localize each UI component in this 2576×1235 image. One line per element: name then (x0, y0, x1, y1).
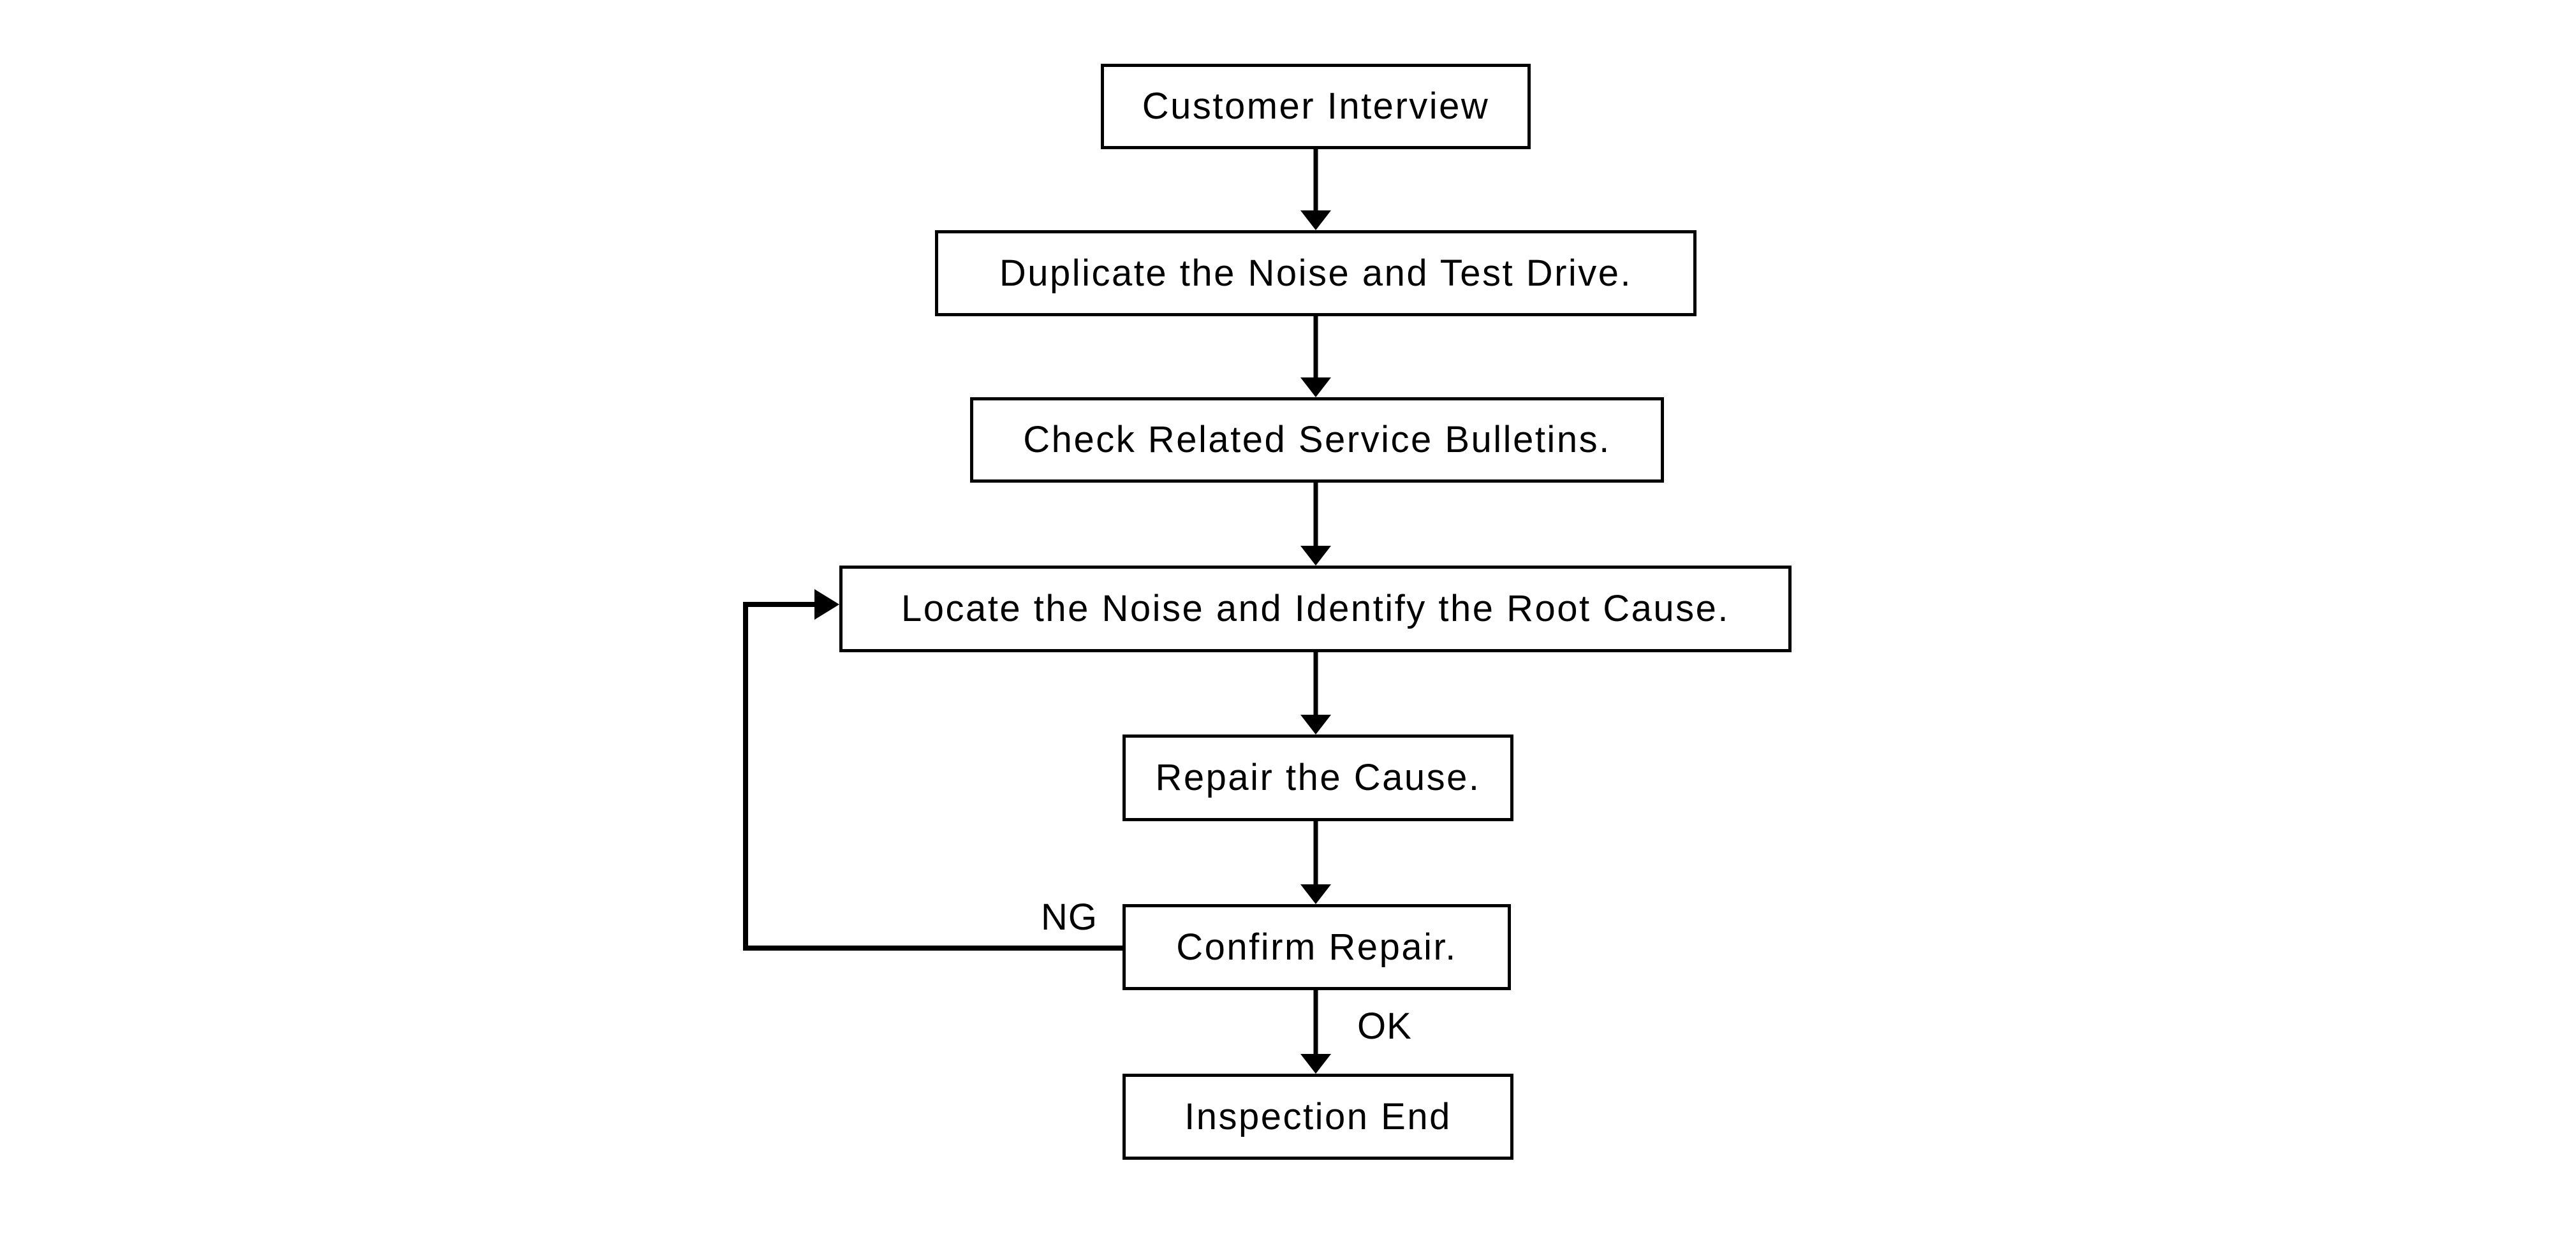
node-label-inspection-end: Inspection End (1184, 1095, 1452, 1137)
node-repair-cause[interactable]: Repair the Cause. (1122, 734, 1513, 821)
connector-locate-to-repair (1300, 652, 1331, 734)
node-label-customer-interview: Customer Interview (1142, 85, 1490, 127)
node-label-duplicate-noise: Duplicate the Noise and Test Drive. (999, 252, 1633, 294)
node-inspection-end[interactable]: Inspection End (1122, 1074, 1513, 1160)
node-confirm-repair[interactable]: Confirm Repair. (1122, 904, 1511, 990)
node-label-check-bulletins: Check Related Service Bulletins. (1023, 419, 1611, 460)
node-duplicate-noise[interactable]: Duplicate the Noise and Test Drive. (935, 230, 1696, 316)
node-label-locate-noise: Locate the Noise and Identify the Root C… (901, 588, 1730, 629)
node-check-bulletins[interactable]: Check Related Service Bulletins. (970, 397, 1664, 483)
node-label-repair-cause: Repair the Cause. (1155, 757, 1481, 798)
node-customer-interview[interactable]: Customer Interview (1101, 64, 1531, 149)
node-label-confirm-repair: Confirm Repair. (1176, 926, 1457, 968)
connector-interview-to-duplicate (1300, 149, 1331, 230)
connector-check-to-locate (1300, 483, 1331, 566)
connector-duplicate-to-check (1300, 316, 1331, 397)
edge-label-ok: OK (1357, 1005, 1412, 1047)
edge-label-ng: NG (1041, 896, 1098, 938)
node-locate-noise[interactable]: Locate the Noise and Identify the Root C… (839, 566, 1792, 652)
connector-confirm-to-end-ok (1300, 990, 1331, 1074)
connector-confirm-to-locate-ng (743, 589, 1122, 951)
connector-repair-to-confirm (1300, 821, 1331, 904)
